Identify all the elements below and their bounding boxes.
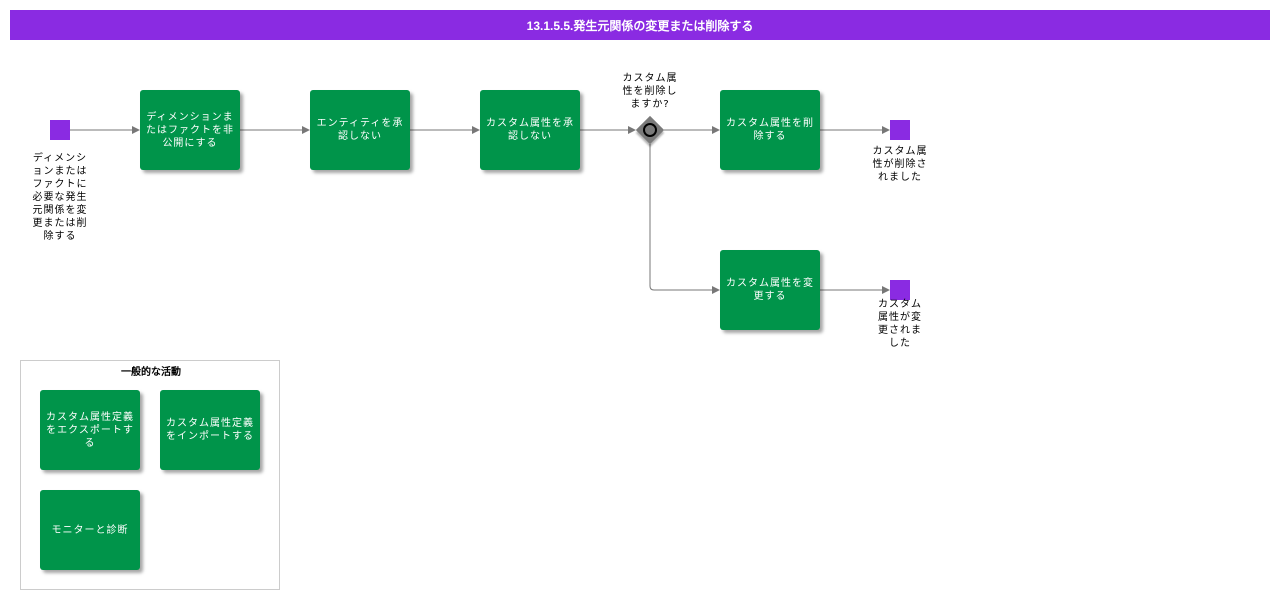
task-export-definitions[interactable]: カスタム属性定義をエクスポートする (40, 390, 140, 470)
start-event[interactable] (50, 120, 70, 140)
task-monitor-diagnose[interactable]: モニターと診断 (40, 490, 140, 570)
end-event-changed[interactable] (890, 280, 910, 300)
task-hide-dimension[interactable]: ディメンションまたはファクトを非公開にする (140, 90, 240, 170)
task-unapprove-custom-attribute[interactable]: カスタム属性を承認しない (480, 90, 580, 170)
end-event-changed-label: カスタム属性が変更されました (878, 299, 922, 349)
end-event-deleted-label: カスタム属性が削除されました (872, 146, 928, 183)
common-activities-group: 一般的な活動 (20, 360, 280, 590)
group-title: 一般的な活動 (121, 367, 181, 378)
gateway-question: カスタム属性を削除しますか? (622, 73, 678, 110)
task-change-custom-attribute[interactable]: カスタム属性を変更する (720, 250, 820, 330)
gateway-circle-icon (643, 123, 657, 137)
task-unapprove-entity[interactable]: エンティティを承認しない (310, 90, 410, 170)
diagram-title: 13.1.5.5.発生元関係の変更または削除する (10, 10, 1270, 40)
task-delete-custom-attribute[interactable]: カスタム属性を削除する (720, 90, 820, 170)
task-import-definitions[interactable]: カスタム属性定義をインポートする (160, 390, 260, 470)
start-event-label: ディメンションまたはファクトに必要な発生元関係を変更または削除する (32, 153, 88, 242)
flow-gateway-to-change (649, 144, 720, 294)
end-event-deleted[interactable] (890, 120, 910, 140)
